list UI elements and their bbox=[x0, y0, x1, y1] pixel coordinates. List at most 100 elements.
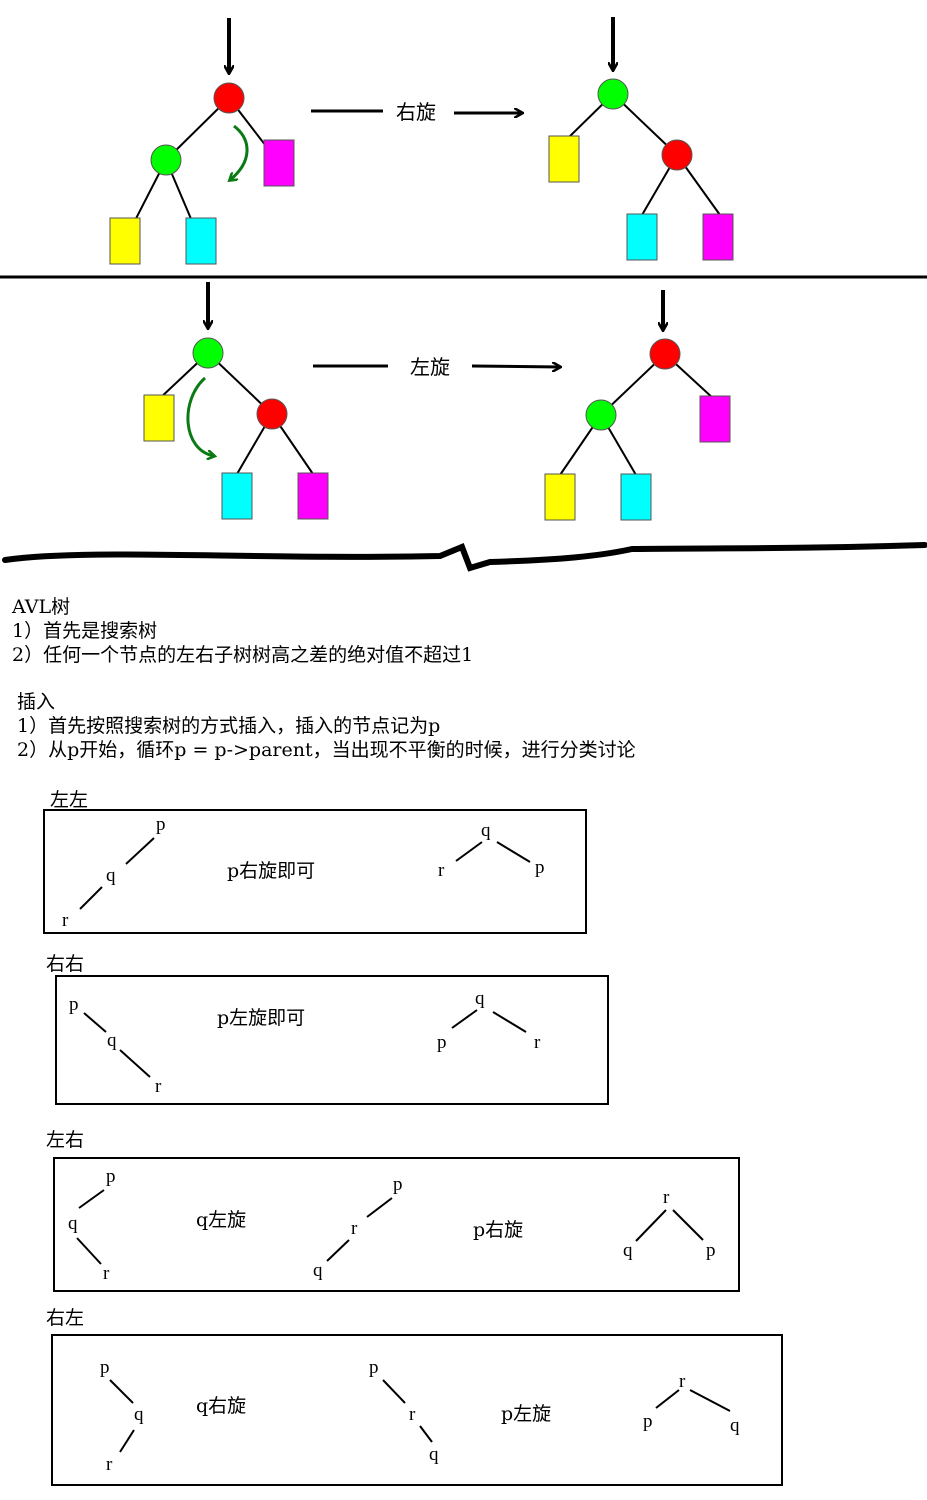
cyan-subtree bbox=[221, 472, 253, 520]
red-node bbox=[649, 338, 681, 370]
node-q: q bbox=[106, 865, 116, 886]
case-rl-operation-2: p左旋 bbox=[501, 1403, 551, 1425]
left-rotation-before bbox=[143, 282, 329, 520]
green-node bbox=[150, 144, 182, 176]
avl-rule-1: 1）首先是搜索树 bbox=[12, 620, 157, 642]
node-r: r bbox=[438, 860, 445, 881]
magenta-subtree bbox=[297, 472, 329, 520]
cyan-subtree bbox=[620, 473, 652, 521]
magenta-subtree bbox=[263, 139, 295, 187]
node-r: r bbox=[62, 910, 69, 931]
node-r: r bbox=[155, 1076, 162, 1097]
node-r: r bbox=[663, 1187, 670, 1208]
case-rl-box bbox=[51, 1334, 783, 1486]
node-p: p bbox=[706, 1240, 716, 1261]
tree-edge bbox=[496, 841, 531, 863]
hand-drawn-divider bbox=[2, 542, 927, 572]
node-p: p bbox=[106, 1166, 116, 1187]
tree-edge bbox=[672, 1209, 704, 1241]
cyan-subtree bbox=[185, 217, 217, 265]
node-q: q bbox=[475, 988, 485, 1009]
avl-rule-2: 2）任何一个节点的左右子树树高之差的绝对值不超过1 bbox=[12, 644, 473, 666]
case-rl-title: 右左 bbox=[46, 1307, 84, 1329]
node-r: r bbox=[409, 1404, 416, 1425]
curved-rotation-arrow bbox=[186, 376, 214, 456]
tree-edge bbox=[78, 1189, 105, 1209]
node-q: q bbox=[313, 1260, 323, 1281]
insert-title: 插入 bbox=[17, 691, 55, 713]
case-lr-middle-tree: p r q bbox=[313, 1174, 403, 1281]
case-rl-after-tree: r p q bbox=[643, 1371, 740, 1436]
node-p: p bbox=[100, 1357, 110, 1378]
tree-edge bbox=[83, 1012, 107, 1033]
red-node bbox=[661, 139, 693, 171]
tree-edge bbox=[79, 886, 103, 910]
tree-edge bbox=[125, 837, 155, 865]
green-node bbox=[585, 399, 617, 431]
case-lr-box bbox=[53, 1157, 740, 1292]
yellow-subtree bbox=[143, 394, 175, 442]
insert-step-2: 2）从p开始，循环p = p->parent，当出现不平衡的时候，进行分类讨论 bbox=[17, 739, 636, 761]
node-q: q bbox=[134, 1404, 144, 1425]
tree-edge bbox=[382, 1379, 406, 1404]
node-p: p bbox=[156, 814, 166, 835]
left-rotation-label: 左旋 bbox=[410, 355, 450, 379]
case-lr-before-tree: p q r bbox=[68, 1166, 116, 1284]
case-rl-before-tree: p q r bbox=[100, 1357, 144, 1475]
node-q: q bbox=[429, 1444, 439, 1465]
node-r: r bbox=[534, 1032, 541, 1053]
cyan-subtree bbox=[626, 213, 658, 261]
tree-edge bbox=[119, 1429, 135, 1453]
yellow-subtree bbox=[109, 217, 141, 265]
case-rr-box bbox=[55, 975, 609, 1105]
tree-edge bbox=[492, 1011, 527, 1033]
case-lr-after-tree: r q p bbox=[623, 1187, 716, 1261]
node-q: q bbox=[730, 1415, 740, 1436]
yellow-subtree bbox=[548, 135, 580, 183]
red-node bbox=[213, 82, 245, 114]
case-lr-operation-1: q左旋 bbox=[196, 1209, 246, 1231]
case-ll-after-tree: q r p bbox=[438, 820, 545, 881]
node-q: q bbox=[68, 1213, 78, 1234]
tree-edge bbox=[326, 1239, 350, 1262]
case-rr-title: 右右 bbox=[46, 953, 84, 975]
case-ll-title: 左左 bbox=[50, 789, 88, 811]
tree-edge bbox=[455, 841, 483, 862]
node-q: q bbox=[481, 820, 491, 841]
tree-edge bbox=[419, 1425, 433, 1443]
node-r: r bbox=[103, 1263, 110, 1284]
red-node bbox=[256, 398, 288, 430]
case-lr-title: 左右 bbox=[46, 1129, 84, 1151]
node-p: p bbox=[393, 1174, 403, 1195]
right-rotation-before bbox=[109, 18, 295, 265]
tree-edge bbox=[451, 1009, 478, 1029]
right-rotation-label: 右旋 bbox=[396, 100, 436, 124]
tree-edge bbox=[655, 1389, 680, 1409]
yellow-subtree bbox=[544, 473, 576, 521]
node-p: p bbox=[69, 994, 79, 1015]
case-rr-before-tree: p q r bbox=[69, 994, 162, 1097]
tree-edge bbox=[109, 1379, 134, 1404]
case-ll-operation: p右旋即可 bbox=[227, 860, 315, 882]
left-rotation-after bbox=[544, 290, 731, 521]
node-p: p bbox=[643, 1411, 653, 1432]
avl-title: AVL树 bbox=[11, 596, 70, 618]
case-ll-box bbox=[43, 809, 587, 934]
rotation-arrow-head bbox=[471, 366, 560, 367]
node-p: p bbox=[369, 1357, 379, 1378]
tree-edge bbox=[635, 1209, 667, 1242]
magenta-subtree bbox=[699, 395, 731, 443]
tree-edge bbox=[76, 1237, 102, 1265]
case-ll-before-tree: p q r bbox=[62, 814, 166, 931]
magenta-subtree bbox=[702, 213, 734, 261]
node-q: q bbox=[107, 1030, 117, 1051]
curved-rotation-arrow bbox=[230, 124, 249, 180]
case-rr-after-tree: q p r bbox=[437, 988, 541, 1053]
tree-edge bbox=[366, 1197, 393, 1218]
case-lr-operation-2: p右旋 bbox=[473, 1219, 523, 1241]
tree-edge bbox=[119, 1049, 151, 1078]
node-p: p bbox=[437, 1032, 447, 1053]
node-r: r bbox=[106, 1454, 113, 1475]
